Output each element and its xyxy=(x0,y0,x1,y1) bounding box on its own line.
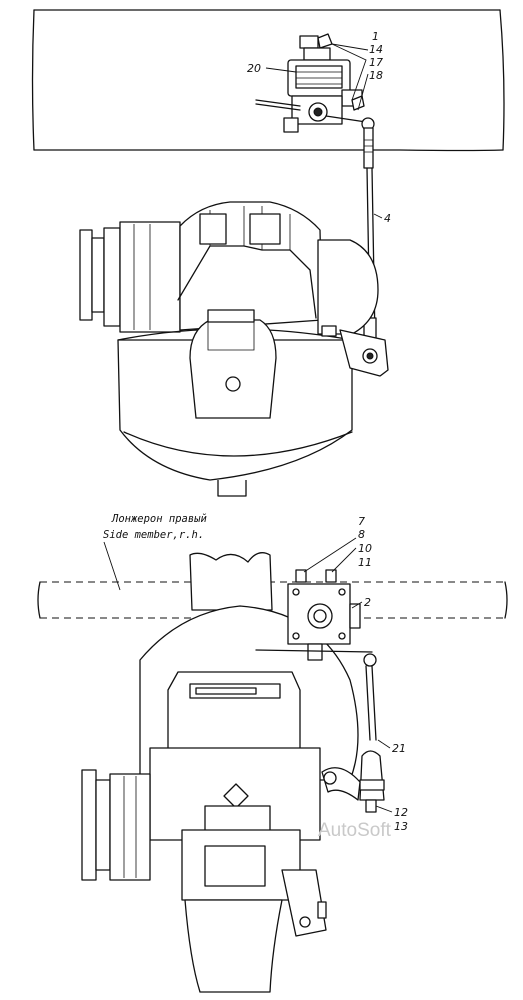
callout-7: 7 xyxy=(358,515,365,528)
callout-14: 14 xyxy=(369,43,383,56)
callout-18: 18 xyxy=(369,69,383,82)
callout-8: 8 xyxy=(358,528,365,541)
callout-2: 2 xyxy=(364,596,371,609)
axle-housing-bottom xyxy=(81,552,359,993)
callout-20: 20 xyxy=(247,62,261,75)
height-control-valve-top xyxy=(255,33,375,133)
watermark: AutoSoft xyxy=(318,820,392,841)
side-member-label: Лонжерон правый Side member,r.h. xyxy=(103,513,207,591)
callout-12: 12 xyxy=(394,806,408,819)
callout-11: 11 xyxy=(358,556,372,569)
axle-housing-top xyxy=(79,201,389,497)
link-rod-21 xyxy=(321,665,385,813)
callout-1: 1 xyxy=(372,30,379,43)
side-member-label-en: Side member,r.h. xyxy=(103,529,204,541)
bottom-callouts: 7 8 10 11 2 21 12 13 xyxy=(303,515,408,833)
top-callouts: 1 14 17 18 20 4 xyxy=(247,30,391,225)
callout-21: 21 xyxy=(392,742,406,755)
height-control-valve-bottom xyxy=(255,569,377,667)
callout-13: 13 xyxy=(394,820,408,833)
callout-4: 4 xyxy=(384,212,391,225)
callout-17: 17 xyxy=(369,56,383,69)
side-member-label-ru: Лонжерон правый xyxy=(111,513,207,525)
upper-frame-member xyxy=(31,9,505,152)
callout-10: 10 xyxy=(358,542,372,555)
